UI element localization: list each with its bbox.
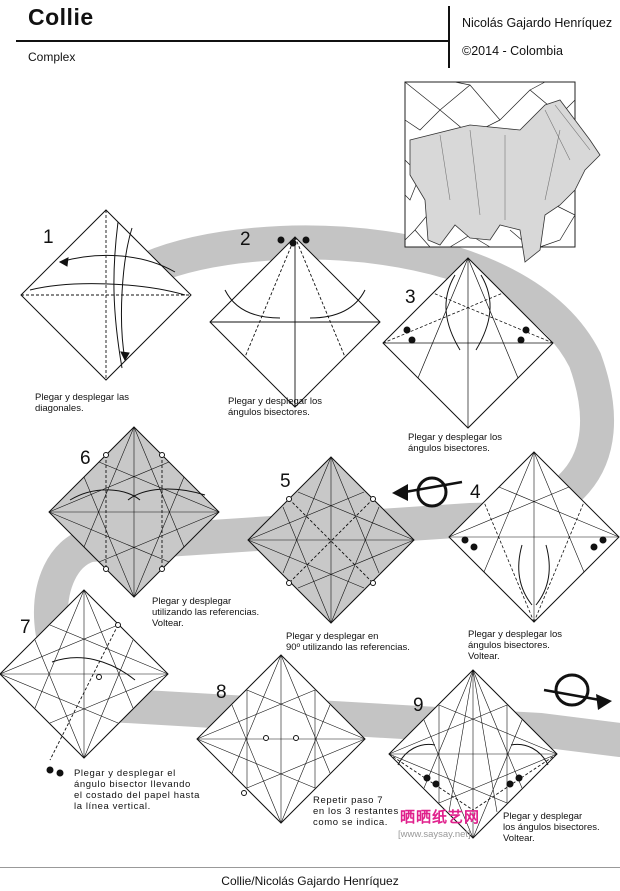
flip-over-icon (543, 673, 612, 710)
step-number: 6 (80, 448, 91, 469)
step-caption: Plegar y desplegar las diagonales. (35, 392, 129, 414)
flip-over-icon (392, 476, 463, 508)
step-caption: Plegar y desplegar los ángulos bisectore… (503, 811, 600, 844)
step-caption: Repetir paso 7 en los 3 restantes como s… (313, 795, 399, 828)
step6-diagram (48, 426, 220, 598)
page-title: Collie (28, 4, 94, 30)
footer-credit: Collie/Nicolás Gajardo Henríquez (221, 874, 399, 888)
header-vertical-divider (448, 6, 450, 68)
step-number: 8 (216, 682, 227, 703)
step5-diagram (247, 456, 415, 624)
author-name: Nicolás Gajardo Henríquez (462, 16, 613, 30)
watermark-text: 晒晒纸艺网 (400, 809, 481, 826)
step-number: 2 (240, 229, 251, 250)
step-caption: Plegar y desplegar en 90º utilizando las… (286, 631, 410, 653)
step-caption: Plegar y desplegar los ángulos bisectore… (228, 396, 322, 418)
step-number: 7 (20, 617, 31, 638)
collie-model-photo (404, 81, 601, 263)
step8-diagram (196, 654, 366, 824)
watermark-url: [www.saysay.net] (398, 829, 471, 840)
step1-diagram (20, 209, 192, 381)
step-number: 1 (43, 227, 54, 248)
difficulty-label: Complex (28, 50, 76, 64)
footer-divider (0, 867, 620, 868)
step-number: 5 (280, 471, 291, 492)
step-number: 3 (405, 287, 416, 308)
step7-diagram (0, 589, 169, 777)
copyright-line: ©2014 - Colombia (462, 44, 563, 58)
step4-diagram (448, 451, 620, 623)
step-caption: Plegar y desplegar utilizando las refere… (152, 596, 260, 629)
title-divider (16, 40, 448, 42)
step-caption: Plegar y desplegar los ángulos bisectore… (408, 432, 502, 454)
step2-diagram (209, 236, 381, 408)
step3-diagram (382, 257, 554, 429)
step-number: 4 (470, 482, 481, 503)
step-caption: Plegar y desplegar los ángulos bisectore… (468, 629, 562, 662)
step-number: 9 (413, 695, 424, 716)
step-caption: Plegar y desplegar el ángulo bisector ll… (74, 768, 200, 812)
step9-diagram (388, 669, 558, 839)
